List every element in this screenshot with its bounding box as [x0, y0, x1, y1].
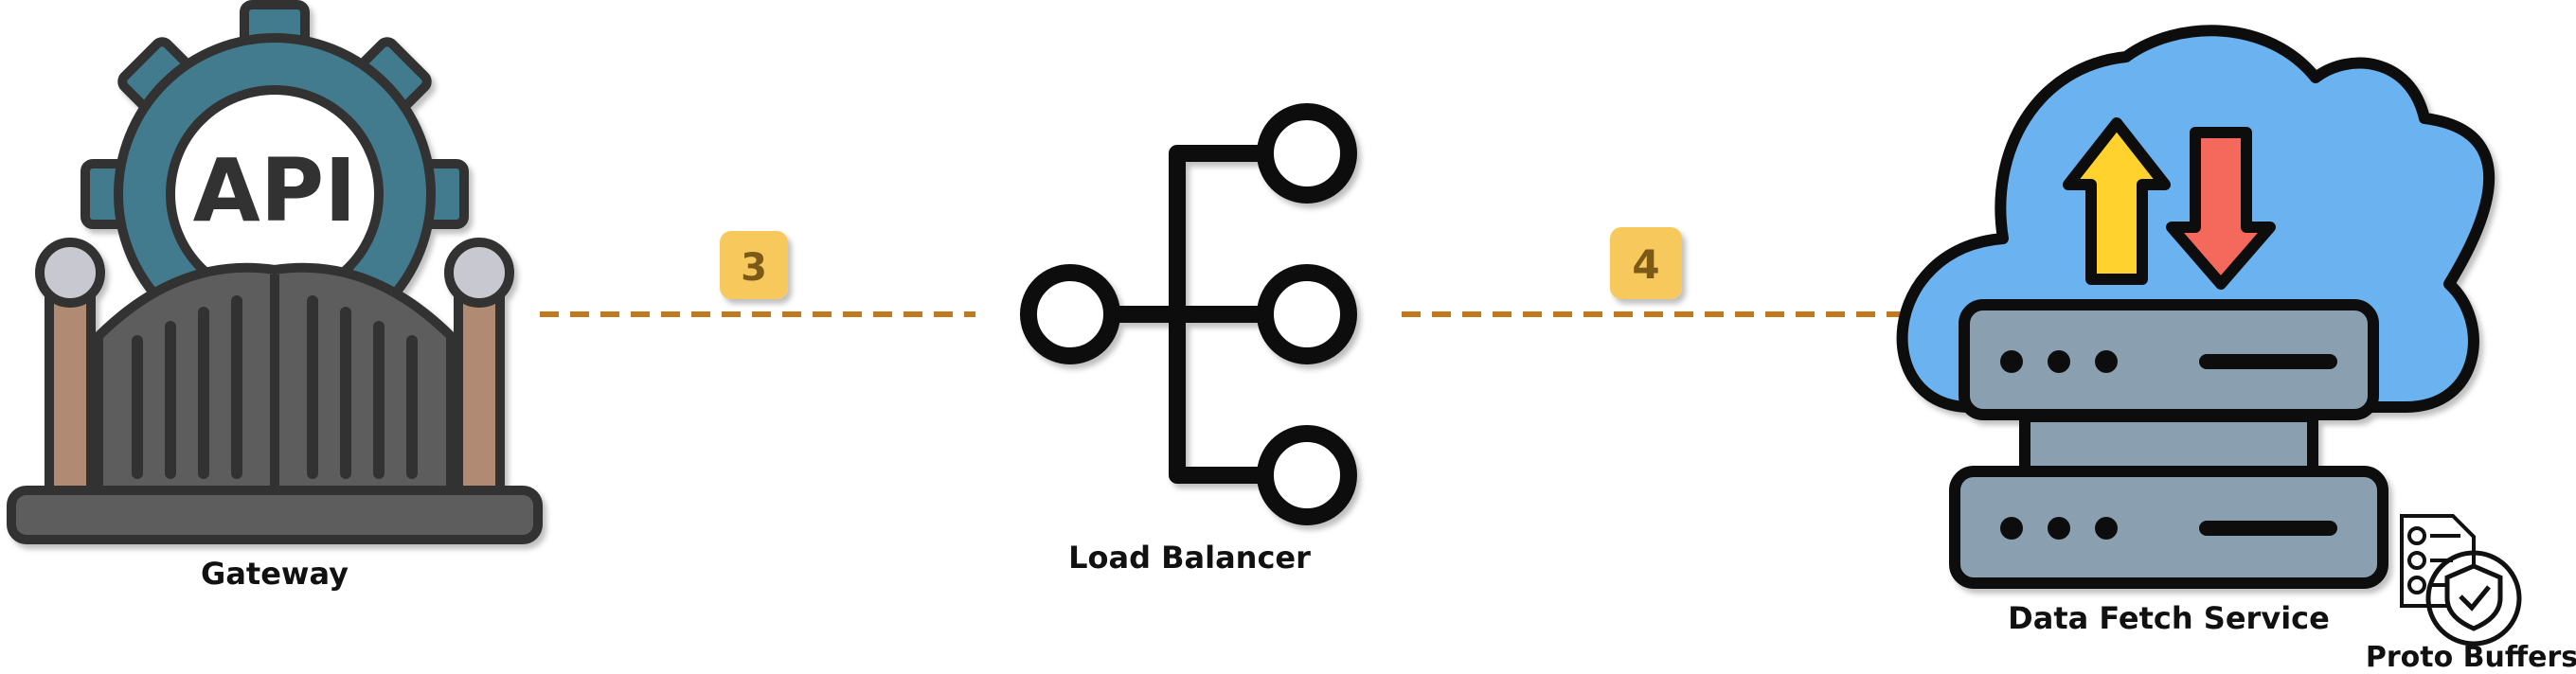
- load-balancer-label: Load Balancer: [1068, 540, 1311, 576]
- cloud-server-icon: [1896, 25, 2496, 589]
- step-badge-4-label: 4: [1632, 241, 1659, 288]
- gate-api-text: API: [193, 140, 357, 241]
- data-fetch-service-label: Data Fetch Service: [2008, 600, 2330, 636]
- gateway-label: Gateway: [201, 556, 349, 592]
- proto-buffers-label: Proto Buffers: [2366, 641, 2576, 674]
- step-badge-3-label: 3: [741, 246, 767, 290]
- step-badge-3: 3: [720, 231, 788, 299]
- api-gateway-icon: API: [7, 0, 543, 544]
- step-badge-4: 4: [1610, 227, 1682, 299]
- document-shield-icon: [2400, 514, 2522, 647]
- load-balancer-icon: [1020, 103, 1357, 525]
